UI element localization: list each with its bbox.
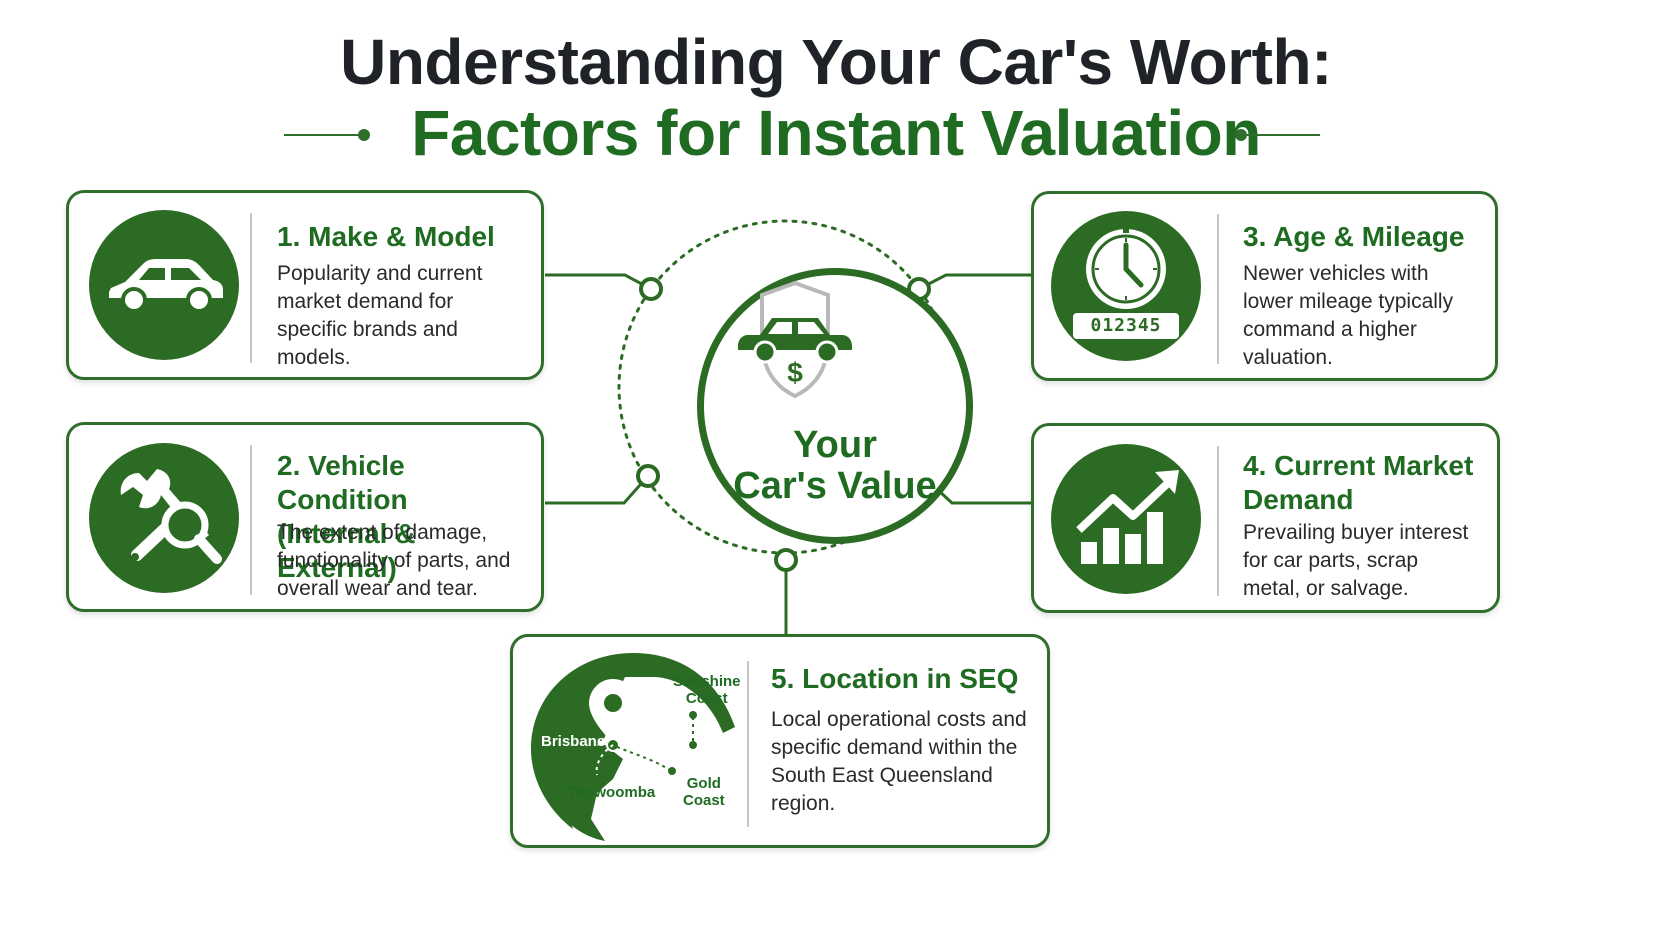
main-subtitle: Factors for Instant Valuation <box>411 97 1261 169</box>
condition-icon-circle <box>89 443 239 593</box>
age-mileage-title: 3. Age & Mileage <box>1243 221 1465 252</box>
connector-node-5 <box>774 548 798 572</box>
desc-line: Popularity and current <box>277 262 483 285</box>
desc-line: market demand for <box>277 290 454 313</box>
title-line: (Internal & External) <box>277 518 416 583</box>
card-divider <box>747 661 749 827</box>
car-icon <box>109 259 223 313</box>
market-demand-icon-circle <box>1051 444 1201 594</box>
factor-card-vehicle-condition: 2. Vehicle Condition (Internal & Externa… <box>66 422 544 612</box>
seq-map-icon <box>531 653 735 841</box>
location-title: 5. Location in SEQ <box>771 663 1019 694</box>
desc-line: Local operational costs and <box>771 708 1027 731</box>
label-line: Coast <box>685 690 728 707</box>
factor-card-make-model: 1. Make & Model Popularity and current m… <box>66 190 544 380</box>
desc-line: region. <box>771 792 836 815</box>
label-line: Sunshine <box>673 673 741 690</box>
center-label-line2: Car's Value <box>733 465 937 507</box>
desc-line: lower mileage typically <box>1243 290 1454 313</box>
rising-bar-chart-icon <box>1076 470 1179 564</box>
title-line: 4. Current Market <box>1243 450 1474 481</box>
make-model-description: Popularity and current market demand for… <box>277 260 482 372</box>
odometer-reading: 012345 <box>1090 315 1162 336</box>
title-decoration-right <box>1242 134 1320 136</box>
desc-line: overall wear and tear. <box>277 577 478 600</box>
map-label-brisbane: Brisbane <box>541 733 606 750</box>
factor-card-location: Sunshine Coast Brisbane Gold Coast Toowo… <box>510 634 1050 848</box>
car-shield-dollar-icon: $ <box>738 280 852 399</box>
svg-text:$: $ <box>787 357 803 388</box>
factor-card-market-demand: 4. Current Market Demand Prevailing buye… <box>1031 423 1500 613</box>
map-label-toowoomba: Toowoomba <box>568 784 656 801</box>
center-label-line1: Your <box>793 424 877 466</box>
card-divider <box>250 445 252 595</box>
main-title: Understanding Your Car's Worth: <box>340 26 1332 98</box>
label-line: Coast <box>683 792 725 809</box>
vehicle-condition-description: The extent of damage, functionality of p… <box>277 519 510 603</box>
market-demand-description: Prevailing buyer interest for car parts,… <box>1243 519 1468 603</box>
card-divider <box>1217 446 1219 596</box>
desc-line: specific demand within the <box>771 736 1018 759</box>
wrench-magnifier-icon <box>120 469 222 564</box>
title-line: 2. Vehicle Condition <box>277 450 408 515</box>
desc-line: Prevailing buyer interest <box>1243 521 1469 544</box>
desc-line: Newer vehicles with <box>1243 262 1429 285</box>
center-value-circle <box>697 268 973 544</box>
title-decoration-dot-left <box>358 129 370 141</box>
desc-line: South East Queensland <box>771 764 993 787</box>
title-decoration-dot-right <box>1235 129 1247 141</box>
connector-card-2 <box>545 475 650 505</box>
desc-line: valuation. <box>1243 346 1333 369</box>
desc-line: metal, or salvage. <box>1243 577 1409 600</box>
factor-card-age-mileage: 012345 3. Age & Mileage Newer vehicles w… <box>1031 191 1498 381</box>
connector-card-3 <box>918 273 1031 291</box>
title-line: Demand <box>1243 484 1354 515</box>
card-divider <box>1217 214 1219 364</box>
connector-node-1 <box>639 277 663 301</box>
clock-odometer-icon <box>1073 225 1179 339</box>
age-mileage-description: Newer vehicles with lower mileage typica… <box>1243 260 1453 372</box>
market-demand-title: 4. Current Market Demand <box>1243 449 1473 517</box>
vehicle-condition-title: 2. Vehicle Condition (Internal & Externa… <box>277 449 541 585</box>
map-label-gold-coast: Gold Coast <box>683 775 725 809</box>
map-label-sunshine-coast: Sunshine Coast <box>673 673 741 707</box>
age-mileage-icon-circle: 012345 <box>1051 211 1201 361</box>
center-label: Your Car's Value <box>697 425 973 507</box>
card-divider <box>250 213 252 363</box>
title-decoration-left <box>284 134 364 136</box>
desc-line: for car parts, scrap <box>1243 549 1419 572</box>
connector-card-1 <box>545 273 652 291</box>
desc-line: The extent of damage, <box>277 521 488 544</box>
desc-line: specific brands and <box>277 318 458 341</box>
make-model-title: 1. Make & Model <box>277 221 495 252</box>
label-line: Gold <box>686 775 721 792</box>
connector-node-2 <box>636 464 660 488</box>
make-model-icon-circle <box>89 210 239 360</box>
desc-line: functionality of parts, and <box>277 549 511 572</box>
desc-line: models. <box>277 346 351 369</box>
desc-line: command a higher <box>1243 318 1417 341</box>
location-description: Local operational costs and specific dem… <box>771 706 1027 818</box>
